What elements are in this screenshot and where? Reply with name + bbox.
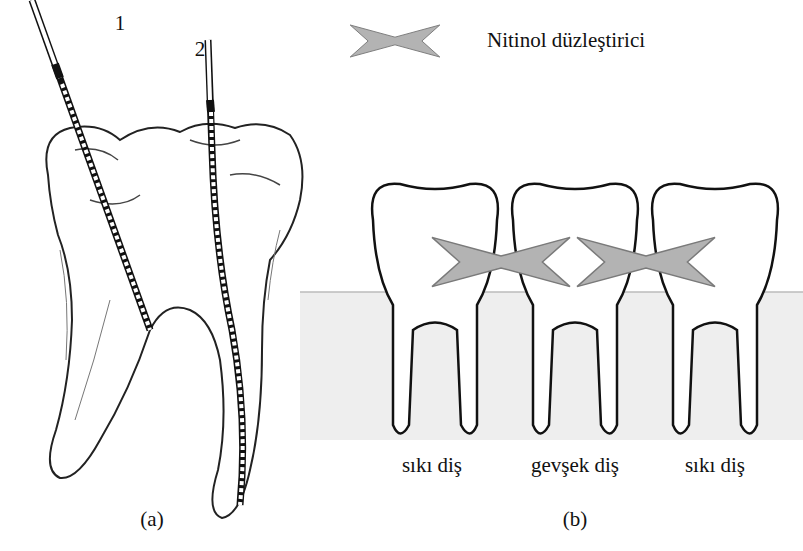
- tooth-label: sıkı diş: [402, 454, 462, 477]
- tight-tooth: [652, 184, 778, 434]
- tooth-label: gevşek diş: [531, 454, 619, 477]
- legend-text: Nitinol düzleştirici: [487, 29, 645, 52]
- tooth-label: sıkı diş: [685, 454, 745, 477]
- endodontic-file: [32, 0, 150, 330]
- endodontic-file: [208, 40, 243, 505]
- callout-number: 1: [115, 12, 126, 35]
- nitinol-straightener: [577, 237, 715, 286]
- nitinol-straightener: [432, 237, 570, 286]
- nitinol-sample: [350, 25, 440, 57]
- panel-label: (a): [140, 508, 163, 531]
- callout-number: 2: [195, 38, 206, 61]
- loose-tooth: [512, 184, 638, 434]
- molar-tooth: [46, 124, 302, 518]
- tight-tooth: [372, 184, 498, 434]
- panel-label: (b): [563, 508, 588, 531]
